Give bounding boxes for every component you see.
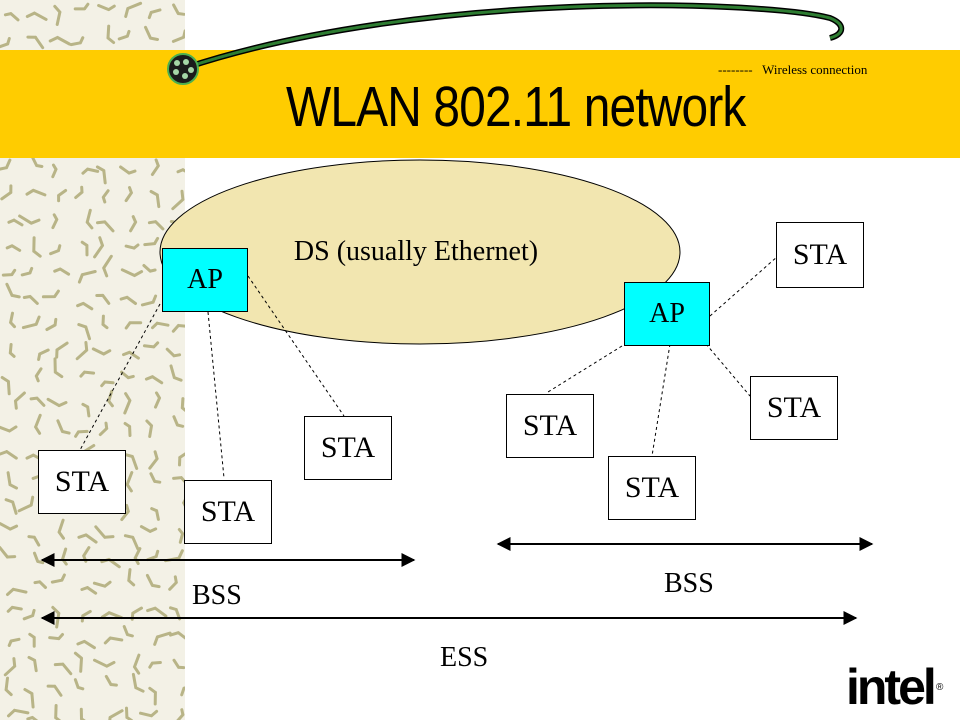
station-right-top: STA xyxy=(776,222,864,288)
link-ap1-sta-left-3 xyxy=(247,275,345,417)
ds-ellipse xyxy=(159,159,681,345)
station-right-1: STA xyxy=(506,394,594,458)
link-ap2-sta-right-2 xyxy=(651,343,671,457)
intel-logo-text: intel xyxy=(846,659,937,715)
registered-mark: ® xyxy=(936,682,944,693)
title-decoration xyxy=(167,2,845,85)
link-ap2-sta-right-1 xyxy=(547,345,623,393)
page-title: WLAN 802.11 network xyxy=(286,75,746,139)
station-right-2: STA xyxy=(608,456,696,520)
link-ap1-sta-left-2 xyxy=(207,311,225,479)
station-right-mid: STA xyxy=(750,376,838,440)
legend-dash-sample: -------- xyxy=(718,62,753,77)
station-left-2: STA xyxy=(184,480,272,544)
access-point-2: AP xyxy=(624,282,710,346)
station-left-1: STA xyxy=(38,450,126,514)
legend: -------- Wireless connection xyxy=(718,62,867,78)
ds-label: DS (usually Ethernet) xyxy=(293,236,539,267)
link-ap2-sta-right-mid xyxy=(705,343,751,397)
station-left-3: STA xyxy=(304,416,392,480)
bss-right-label: BSS xyxy=(664,568,714,599)
intel-logo: intel ® xyxy=(846,659,944,716)
link-ap1-sta-left-1 xyxy=(79,303,161,451)
bss-left-label: BSS xyxy=(192,580,242,611)
globe-icon xyxy=(167,53,199,85)
ess-label: ESS xyxy=(440,642,489,673)
title-band xyxy=(0,50,960,158)
access-point-1: AP xyxy=(162,248,248,312)
legend-label: Wireless connection xyxy=(762,62,868,77)
link-ap2-sta-right-top xyxy=(709,255,779,317)
